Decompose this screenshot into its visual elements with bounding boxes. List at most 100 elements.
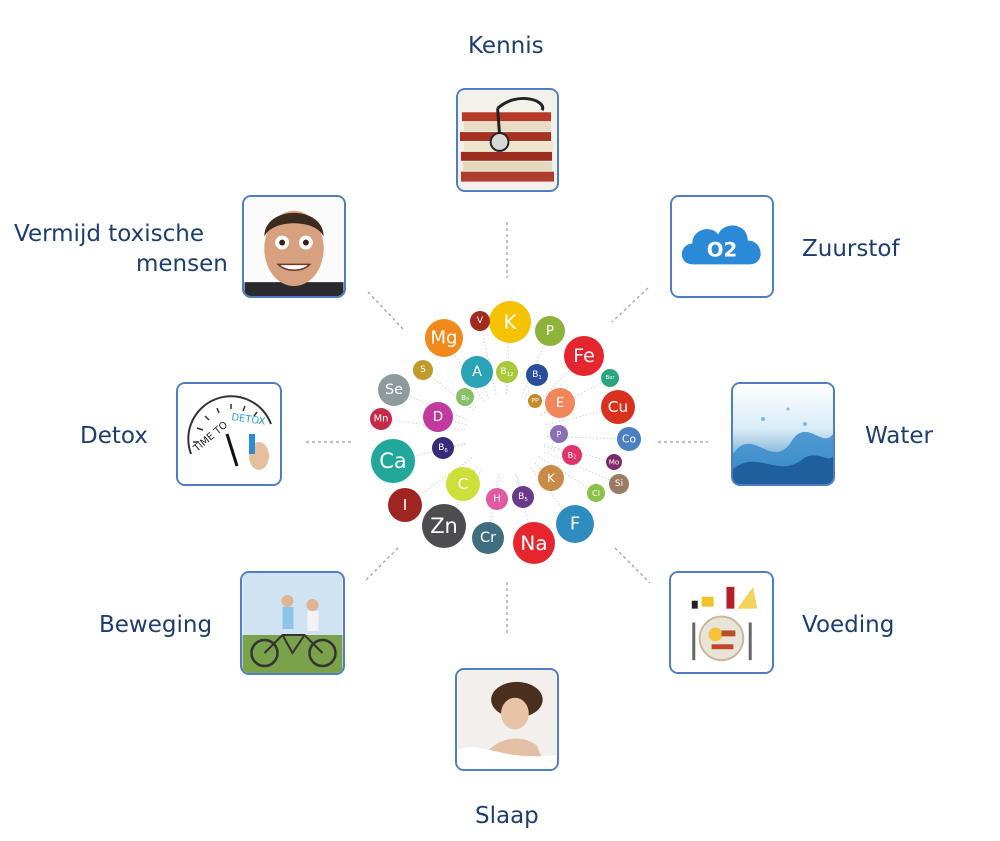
nutrient-symbol: Bor [606,375,616,381]
svg-text:DETOX: DETOX [231,412,267,428]
nutrient-symbol: Mg [430,328,457,349]
wheel-ray [479,320,497,397]
nutrient-bubble: Ca [371,439,415,483]
tile-detox: TiME TO DETOX [176,382,282,486]
nutrient-bubble: B6 [432,437,454,459]
nutrient-bubble: B5 [512,486,534,508]
nutrient-bubble: A [461,356,493,388]
nutrient-symbol: Cu [608,398,628,416]
nutrient-bubble: H [486,488,508,510]
nutrient-symbol: K [547,471,555,485]
nutrient-bubble: E [545,388,575,418]
nutrient-bubble: P [535,316,565,346]
nutrient-symbol: K [503,310,517,334]
nutrient-symbol: Si [615,479,623,489]
tile-toxisch [242,195,346,298]
wheel-ray [538,456,597,494]
nutrient-symbol: E [556,395,565,411]
tile-beweging [240,571,345,675]
nutrient-bubble: Mg [425,319,463,357]
wheel-ray [541,450,620,485]
nutrient-symbol: Cl [592,488,600,498]
nutrient-bubble: Na [513,522,555,564]
nutrient-bubble: K [538,465,564,491]
tandem-bike-icon [242,573,343,673]
nutrient-symbol: Mo [609,458,620,467]
label-voeding: Voeding [802,612,895,638]
connector-voeding [614,547,651,584]
books-stethoscope-icon [458,90,557,190]
connector-beweging [365,547,399,581]
nutrient-bubble: Bor [601,369,619,387]
connector-toxisch [367,291,405,331]
nutrient-symbol: B6 [438,443,448,454]
nutrient-bubble: F [556,505,594,543]
label-detox: Detox [80,423,148,449]
nutrient-symbol: Co [622,433,637,446]
tile-water [731,382,835,486]
nutrient-bubble: V [470,311,490,331]
nutrient-symbol: P [546,323,554,339]
sleeping-woman-icon [457,670,557,769]
label-beweging: Beweging [99,612,213,638]
nutrient-symbol: F [570,514,580,535]
nutrient-bubble: Se [378,374,410,406]
nutrient-symbol: I [403,496,408,514]
nutrient-bubble: K [489,301,531,343]
label-slaap: Slaap [475,803,539,829]
nutrient-symbol: B9 [461,393,469,402]
nutrient-symbol: D [433,409,443,425]
nutrient-bubble: Mo [606,454,622,470]
nutrient-bubble: Si [609,474,629,494]
nutrient-bubble: D [423,402,453,432]
nutrient-bubble: B9 [456,388,474,406]
nutrient-bubble: S [413,360,433,380]
nutrient-symbol: A [472,364,482,380]
nutrient-symbol: B12 [500,367,513,378]
label-zuurstof: Zuurstof [802,236,900,262]
tile-slaap [455,668,559,771]
nutrient-bubble: Cu [601,390,635,424]
nutrient-symbol: PP [531,398,539,405]
nutrient-bubble: B2 [562,445,582,465]
nutrient-symbol: B5 [518,492,528,503]
nutrient-bubble: I [388,488,422,522]
nutrient-symbol: Fe [573,345,595,367]
nutrient-symbol: Cr [480,530,496,546]
nutrient-symbol: Ca [379,449,406,473]
nutrient-symbol: V [477,316,484,326]
nutrient-bubble: Cr [472,522,504,554]
nutrient-symbol: P [557,429,562,439]
label-kennis: Kennis [468,33,544,59]
meal-plate-icon [672,573,771,672]
tile-zuurstof: O2 [670,195,774,298]
label-toxisch-line1: Vermijd toxische [14,221,204,247]
tile-kennis [456,88,559,192]
svg-text:O2: O2 [707,238,738,261]
nutrient-bubble: Zn [422,504,466,548]
nutrient-bubble: Fe [564,336,604,376]
nutrient-bubble: B12 [496,361,518,383]
nutrient-symbol: Se [385,382,403,398]
oxygen-cloud-icon: O2 [672,197,772,296]
grinning-man-icon [244,197,344,296]
wheel-ray [380,418,466,431]
nutrient-symbol: S [420,365,426,375]
water-splash-icon [733,384,833,484]
nutrient-symbol: B1 [532,370,542,381]
nutrient-symbol: Mn [374,414,389,425]
label-toxisch-line2: mensen [136,251,228,277]
time-to-detox-icon: TiME TO DETOX [179,384,279,484]
nutrient-bubble: Cl [587,484,605,502]
tile-voeding [669,571,774,674]
label-water: Water [865,423,933,449]
nutrient-bubble: B1 [526,364,548,386]
nutrient-bubble: C [446,467,480,501]
connector-zuurstof [611,287,649,323]
nutrient-symbol: H [493,494,500,505]
nutrient-symbol: Zn [430,514,458,538]
nutrient-bubble: P [550,425,568,443]
